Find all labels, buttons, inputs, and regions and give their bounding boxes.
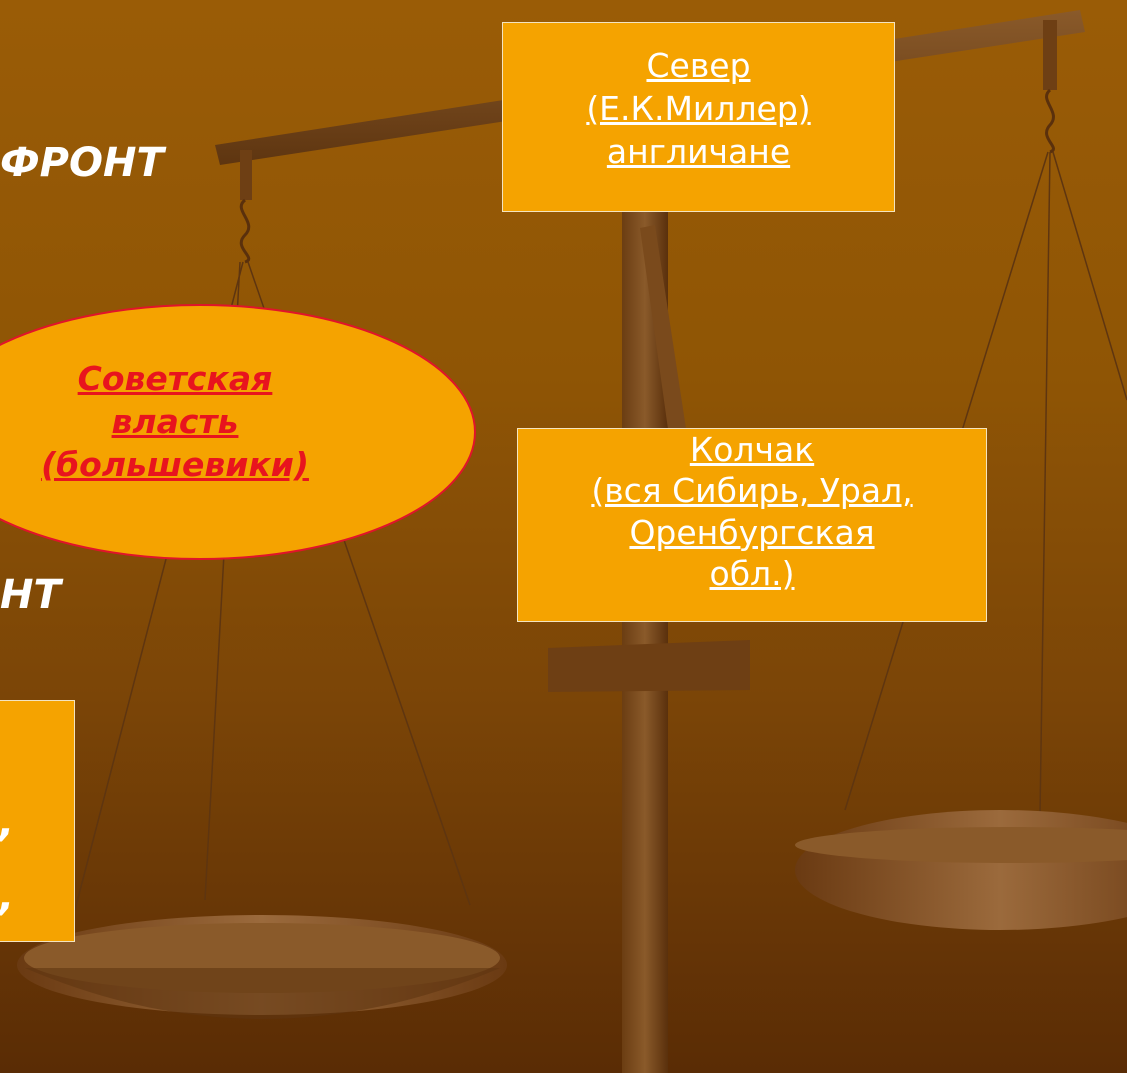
north-box[interactable]: Север (Е.К.Миллер) англичане bbox=[502, 22, 895, 212]
kolchak-box[interactable]: Колчак (вся Сибирь, Урал, Оренбургская о… bbox=[517, 428, 987, 622]
left-box-fragment-1: , bbox=[0, 800, 15, 846]
ellipse-line-1[interactable]: Советская bbox=[77, 359, 273, 398]
soviet-power-text[interactable]: Советская власть (большевики) bbox=[0, 358, 350, 487]
scale-pointer bbox=[640, 225, 690, 458]
ellipse-line-2[interactable]: власть bbox=[111, 401, 239, 441]
north-line-2[interactable]: (Е.К.Миллер) bbox=[586, 88, 811, 128]
scale-foot bbox=[548, 640, 750, 692]
north-line-1[interactable]: Север bbox=[646, 46, 751, 85]
kolchak-line-4[interactable]: обл.) bbox=[709, 553, 795, 593]
kolchak-line-2[interactable]: (вся Сибирь, Урал, bbox=[591, 471, 913, 511]
kolchak-line-1[interactable]: Колчак bbox=[689, 430, 815, 469]
ellipse-line-3[interactable]: (большевики) bbox=[41, 444, 309, 484]
north-line-3[interactable]: англичане bbox=[606, 131, 791, 171]
left-partial-box: , , bbox=[0, 700, 75, 942]
kolchak-line-3[interactable]: Оренбургская bbox=[629, 512, 875, 552]
front-label-mid: НТ bbox=[0, 572, 61, 618]
left-box-fragment-2: , bbox=[0, 874, 15, 920]
front-label-top: ФРОНТ bbox=[0, 140, 164, 186]
